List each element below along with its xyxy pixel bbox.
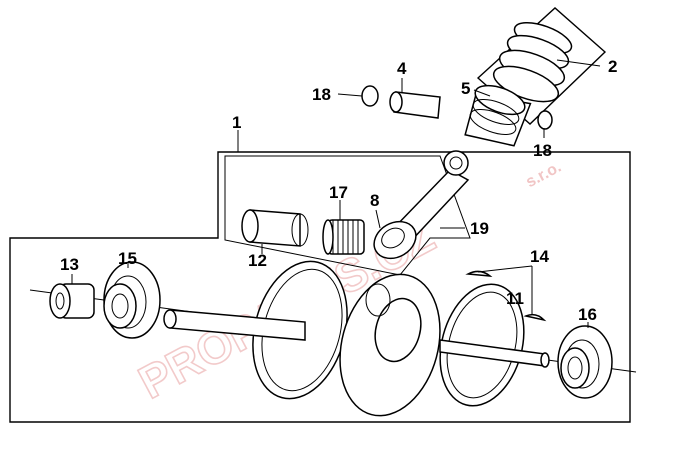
callout-5: 5: [461, 79, 470, 98]
callout-19: 19: [470, 219, 489, 238]
callout-2: 2: [608, 57, 617, 76]
oil-seal: [49, 283, 95, 319]
piston-ring-set: [476, 7, 607, 125]
callout-13: 13: [60, 255, 79, 274]
circlip-left: [361, 85, 379, 107]
leader-lines: [71, 59, 601, 328]
right-bearing: [557, 325, 613, 399]
needle-bearing: [322, 219, 365, 255]
circlip-right: [537, 110, 553, 130]
connecting-rod: [373, 150, 470, 260]
crank-pin: [241, 209, 309, 247]
assembly-outline: [9, 151, 631, 423]
woodruff-key-lower: [523, 313, 547, 322]
watermark-suffix: s.r.o.: [523, 159, 564, 192]
callout-17: 17: [329, 183, 348, 202]
callout-1: 1: [232, 113, 241, 132]
subassembly-outline: [224, 155, 471, 276]
right-crank-web: [339, 273, 441, 417]
callout-16: 16: [578, 305, 597, 324]
callout-11: 11: [506, 289, 524, 308]
callout-18-right: 18: [533, 141, 552, 160]
callout-4: 4: [397, 59, 407, 78]
left-crank-web: [163, 260, 348, 400]
piston: [464, 84, 532, 147]
thrust-disc: [439, 283, 550, 407]
piston-pin: [389, 91, 441, 119]
callout-14: 14: [530, 247, 549, 266]
callout-15: 15: [118, 249, 137, 268]
left-bearing: [103, 261, 161, 339]
callout-12: 12: [248, 251, 267, 270]
callout-8: 8: [370, 191, 379, 210]
callout-18-left: 18: [312, 85, 331, 104]
